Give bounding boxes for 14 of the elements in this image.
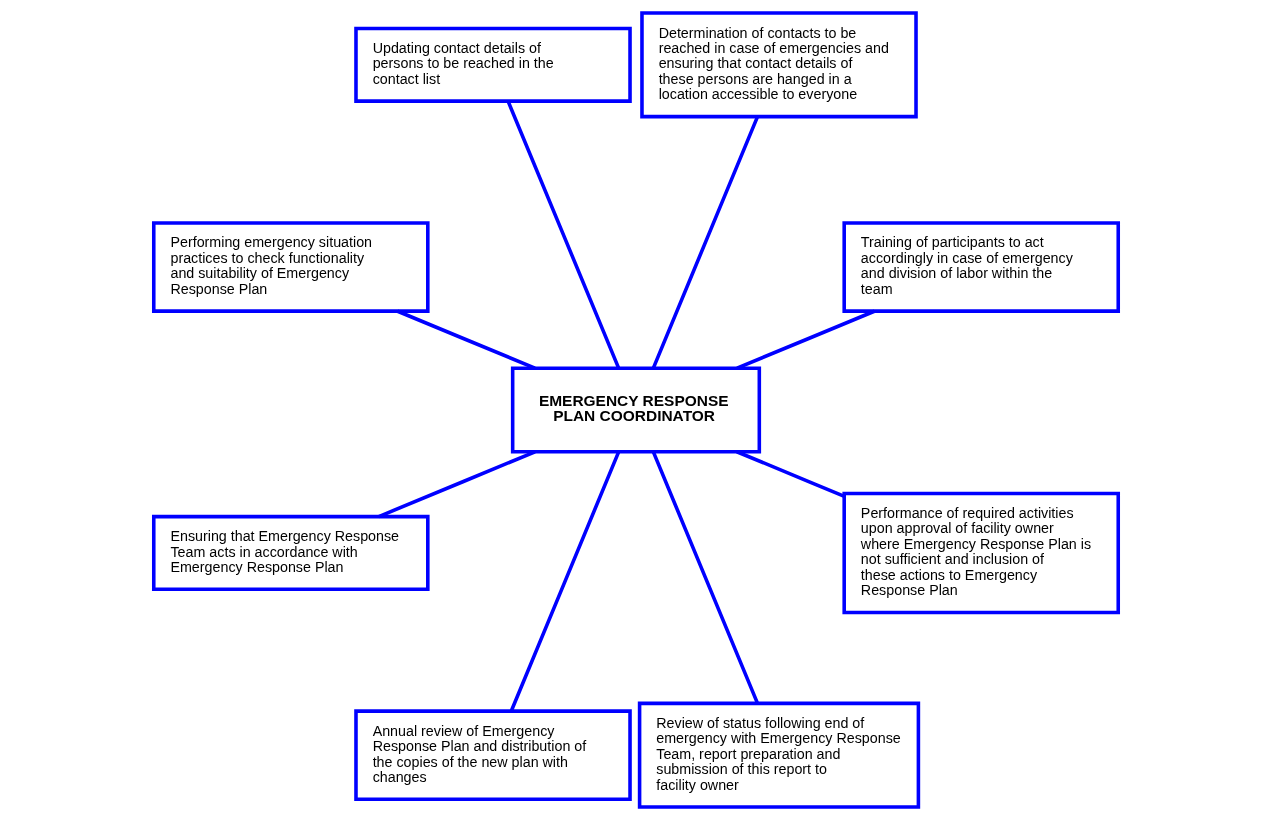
connector	[651, 116, 759, 369]
connector	[651, 451, 759, 704]
node-box: Performance of required activities upon approval of facility owner where Emergency Response Plan is not sufficient and inclusion of these actions to Emergency Response Plan	[841, 491, 1120, 615]
node-box: Ensuring that Emergency Response Team acts in accordance with Emergency Response Plan	[151, 514, 430, 592]
node-box: Determination of contacts to be reached in case of emergencies and ensuring that contact details of these persons are hanged in a location accessible to everyone	[639, 11, 918, 119]
connector	[506, 100, 620, 369]
node-box: Annual review of Emergency Response Plan and distribution of the copies of the new plan with changes	[353, 709, 632, 802]
node-box: EMERGENCY RESPONSE PLAN COORDINATOR	[510, 366, 761, 454]
connector	[509, 451, 620, 712]
node-box: Review of status following end of emergency with Emergency Response Team, report preparation and submission of this report to facility owner	[637, 701, 920, 809]
node-box: Updating contact details of persons to be reached in the contact list	[353, 26, 632, 103]
node-box: Training of participants to act accordingly in case of emergency and division of labor within the team	[841, 221, 1120, 313]
connector	[735, 450, 844, 498]
node-box: Performing emergency situation practices to check functionality and suitability of Emergency Response Plan	[151, 221, 430, 313]
